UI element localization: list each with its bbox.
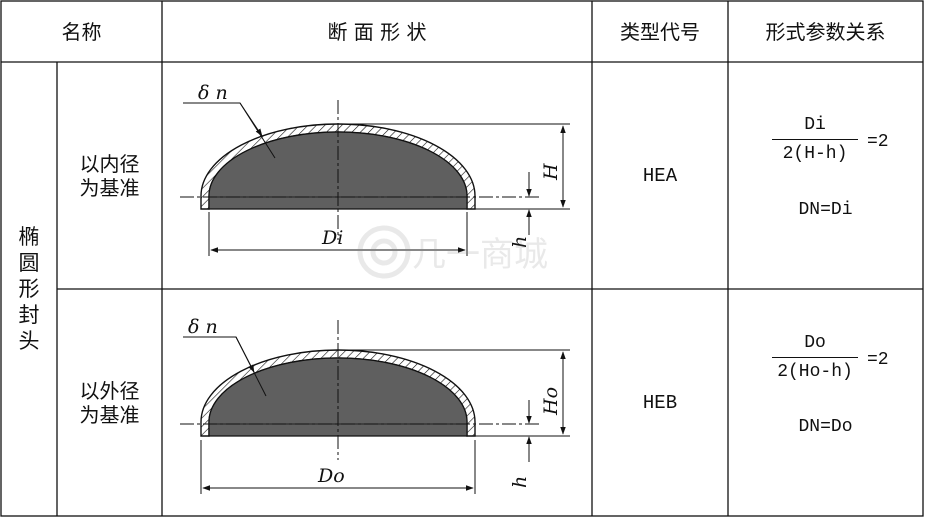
row2-straight-label: h xyxy=(509,476,531,488)
row1-fraction: Di 2(H-h) xyxy=(772,113,858,166)
row1-thickness-label: δ n xyxy=(198,82,228,104)
category-char: 头 xyxy=(18,329,40,353)
row2-basis: 以外径 为基准 xyxy=(57,289,162,516)
fraction-bar xyxy=(772,357,858,358)
row2-height-label: Ho xyxy=(540,387,562,416)
row2-dn: DN=Do xyxy=(798,417,853,437)
header-section-shape: 断 面 形 状 xyxy=(327,19,427,44)
header-type-code: 类型代号 xyxy=(620,19,700,44)
row1-diameter-label: Di xyxy=(321,227,343,249)
header-name: 名称 xyxy=(61,19,102,44)
row2-fraction-equals: =2 xyxy=(867,350,889,370)
row1-height-label: H xyxy=(540,163,562,181)
row1-fraction-numerator: Di xyxy=(804,115,826,135)
category-char: 封 xyxy=(18,303,40,327)
category-char: 椭 xyxy=(18,225,40,249)
row2-diameter-label: Do xyxy=(317,465,345,487)
row1-basis-line1: 以内径 xyxy=(79,151,140,176)
row2-fraction-denominator: 2(Ho-h) xyxy=(777,362,853,382)
header-param-relation: 形式参数关系 xyxy=(765,19,886,44)
row2-fraction: Do 2(Ho-h) xyxy=(772,331,858,384)
fraction-bar xyxy=(772,139,858,140)
row1-fraction-equals: =2 xyxy=(867,132,889,152)
category-char: 圆 xyxy=(18,251,40,275)
watermark-logo-icon xyxy=(357,225,411,279)
row2-basis-line1: 以外径 xyxy=(79,378,140,403)
row1-basis: 以内径 为基准 xyxy=(57,62,162,289)
row2-type-code: HEB xyxy=(642,391,678,414)
row2-thickness-label: δ n xyxy=(188,316,218,338)
row1-dn: DN=Di xyxy=(798,200,853,220)
row1-basis-line2: 为基准 xyxy=(79,175,140,200)
row2-basis-line2: 为基准 xyxy=(79,402,140,427)
row1-type-code: HEA xyxy=(642,164,678,187)
row1-straight-label: h xyxy=(509,236,531,248)
category-label: 椭 圆 形 封 头 xyxy=(1,62,57,516)
category-char: 形 xyxy=(18,277,40,301)
watermark-text: 几一商城 xyxy=(412,235,548,275)
row2-fraction-numerator: Do xyxy=(804,333,826,353)
row1-fraction-denominator: 2(H-h) xyxy=(782,144,848,164)
